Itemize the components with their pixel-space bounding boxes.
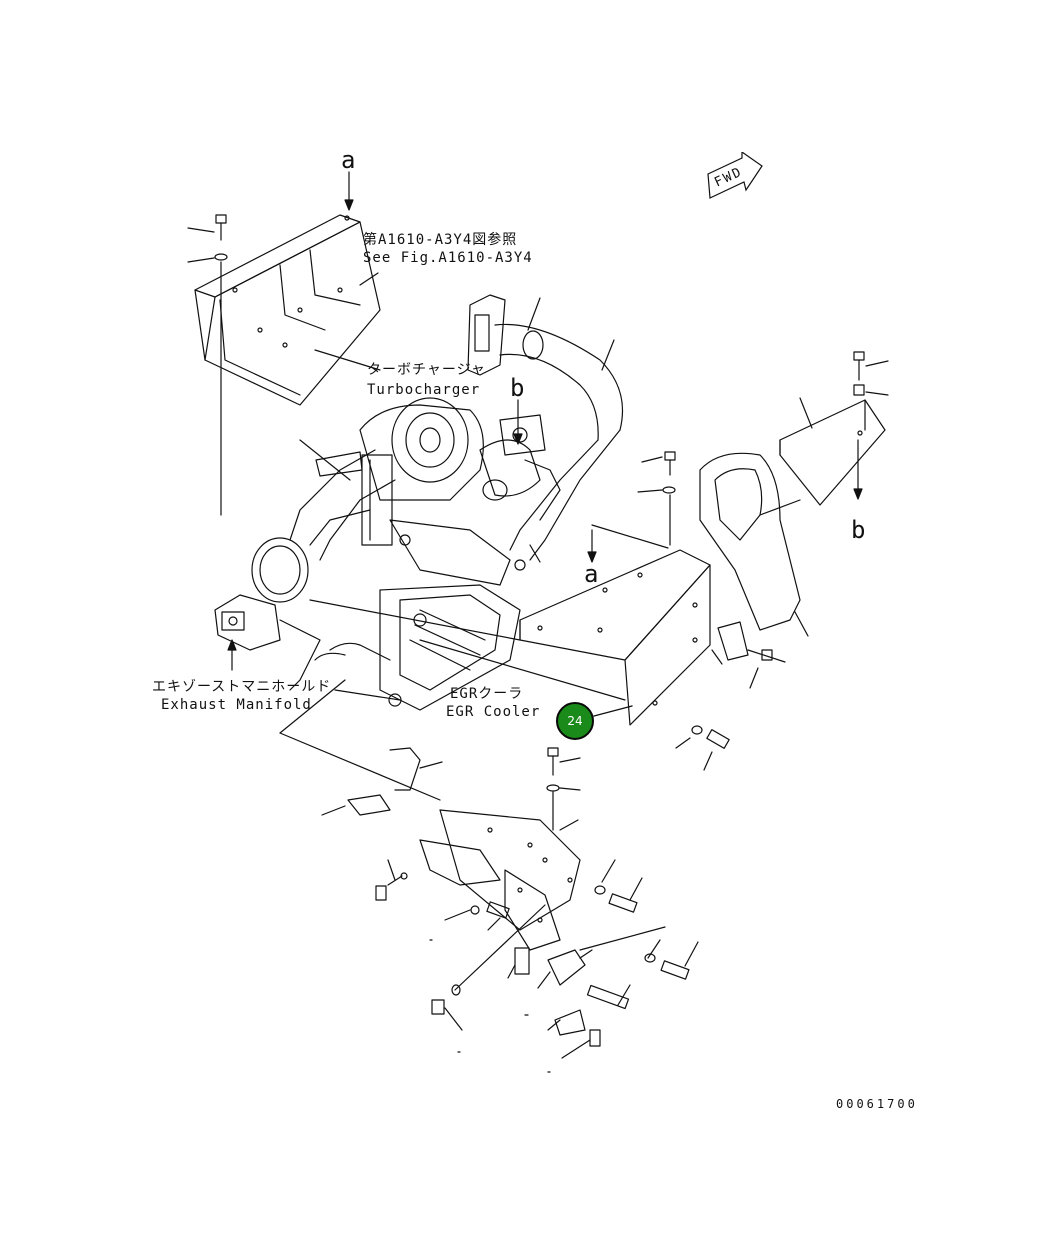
turbocharger-label-en: Turbocharger: [367, 382, 481, 398]
right-bolt: [853, 351, 889, 396]
right-bracket: [779, 397, 886, 506]
fwd-direction-marker: FWD: [706, 150, 764, 204]
egr-cooler-label-en: EGR Cooler: [446, 704, 541, 720]
see-figure-label-en: See Fig.A1610-A3Y4: [363, 250, 533, 266]
ref-letter-b-top: b: [510, 374, 525, 402]
arrow-b-top: [513, 399, 523, 445]
shield-bolt: [637, 451, 676, 546]
fwd-arrow-icon: [707, 150, 763, 199]
egr-cooler: [314, 584, 521, 711]
exhaust-manifold-label-jp: エキゾーストマニホールド: [152, 679, 332, 695]
ref-letter-a-mid: a: [584, 560, 599, 588]
turbocharger-assembly: [251, 349, 546, 603]
lower-bolts: [375, 747, 699, 1073]
exhaust-manifold-label-en: Exhaust Manifold: [161, 697, 312, 713]
see-figure-label-jp: 第A1610-A3Y4図参照: [363, 232, 518, 248]
shield-side-bolt: [675, 725, 730, 771]
turbocharger-label-jp: ターボチャージャ: [367, 362, 486, 378]
ref-letter-b-right: b: [851, 516, 866, 544]
ref-letter-a-top: a: [341, 146, 356, 174]
egr-cooler-label-jp: EGRクーラ: [450, 686, 524, 702]
arrow-a-top: [344, 171, 354, 211]
exhaust-manifold: [214, 594, 321, 691]
top-left-bolt: [187, 214, 228, 516]
drawing-code: 00061700: [836, 1097, 918, 1111]
small-bracket: [711, 621, 786, 689]
duct-cover: [699, 452, 809, 637]
air-hose: [467, 294, 624, 563]
lower-support-assembly: [279, 679, 581, 951]
callout-part-number[interactable]: 24: [556, 702, 594, 740]
arrow-a-mid: [587, 524, 669, 563]
heat-shield-bracket-top: [194, 214, 381, 406]
egr-heat-shield: [309, 549, 711, 726]
